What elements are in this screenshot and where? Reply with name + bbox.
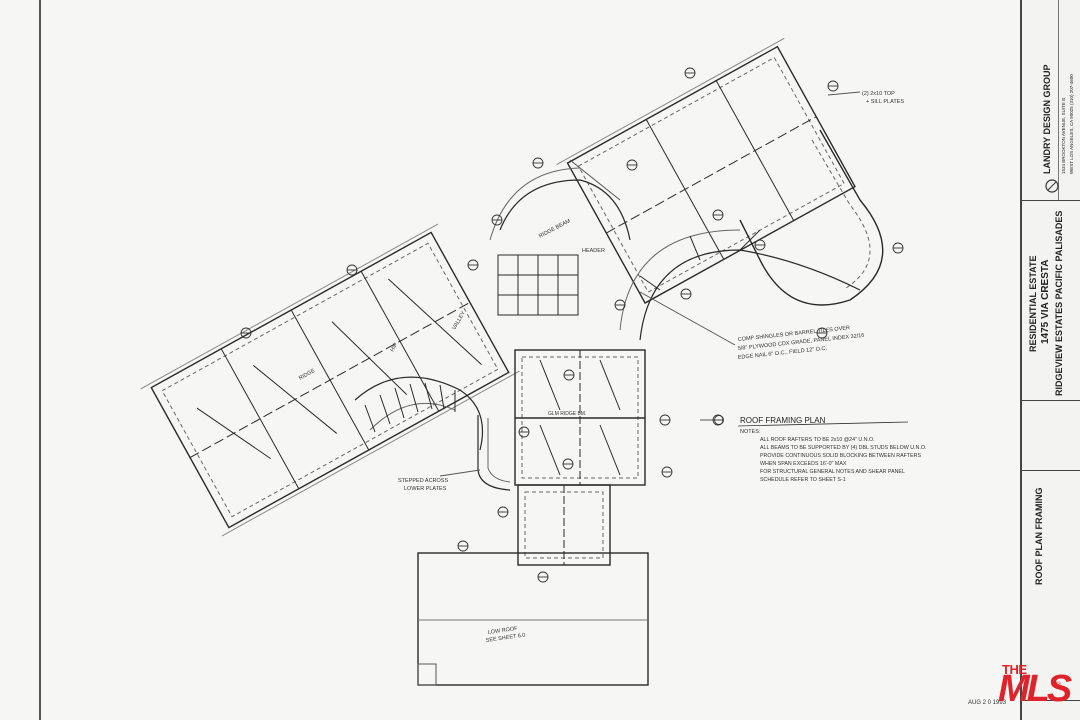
firm-name: LANDRY DESIGN GROUP xyxy=(1042,64,1052,174)
detail-markers xyxy=(240,67,904,583)
firm-logo-icon xyxy=(1045,179,1059,193)
valley-label: VALLEY xyxy=(452,310,468,331)
low-roof-label-1: LOW ROOF xyxy=(487,626,518,636)
upper-right-wing-roof xyxy=(556,37,856,304)
round-tower-roof xyxy=(739,129,884,306)
roof-framing-plan-notes: ROOF FRAMING PLAN NOTES: ALL ROOF RAFTER… xyxy=(714,415,926,483)
note-line-1: ALL ROOF RAFTERS TO BE 2x10 @24" U.N.O. xyxy=(760,437,875,443)
project-address: 1475 VIA CRESTA xyxy=(1040,259,1051,344)
plan-callouts: COMP SHINGLES OR BARREL TILES OVER 5/8" … xyxy=(298,91,904,644)
date-stamp: AUG 2 0 1993 xyxy=(968,700,1007,706)
header-label: HEADER xyxy=(582,248,605,254)
left-wing-roof xyxy=(140,223,520,537)
stepped-note-line-2: LOWER PLATES xyxy=(404,486,447,492)
low-roof-label-2: SEE SHEET 6.0 xyxy=(485,632,525,644)
note-line-5: FOR STRUCTURAL GENERAL NOTES AND SHEAR P… xyxy=(760,469,905,475)
mls-logo-mark: MLS xyxy=(998,668,1072,710)
mls-registered-mark: ® xyxy=(1056,682,1062,689)
note-line-2: ALL BEAMS TO BE SUPPORTED BY (4) DBL STU… xyxy=(760,445,926,451)
notes-label: NOTES: xyxy=(740,429,761,435)
turret-roof xyxy=(499,179,631,241)
firm-address-line-1: 1534 BROOKTON AVENUE, SUITE B xyxy=(1061,97,1066,174)
notes-heading: ROOF FRAMING PLAN xyxy=(740,416,826,425)
note-line-6: SCHEDULE REFER TO SHEET S-1 xyxy=(760,477,846,483)
title-block: LANDRY DESIGN GROUP 1534 BROOKTON AVENUE… xyxy=(1020,0,1080,720)
double-plates-line-2: + SILL PLATES xyxy=(866,99,904,105)
project-type: RESIDENTIAL ESTATE xyxy=(1028,255,1038,352)
curved-gallery-roof xyxy=(639,249,861,341)
hip-label: HIP xyxy=(390,342,400,353)
firm-address-line-2: WEST LOS ANGELES, CA 90025 (310) 207-460… xyxy=(1069,74,1074,174)
mls-logo-the: THE xyxy=(1002,662,1027,677)
note-line-4: WHEN SPAN EXCEEDS 16'-0" MAX xyxy=(760,461,847,467)
note-line-3: PROVIDE CONTINUOUS SOLID BLOCKING BETWEE… xyxy=(760,453,921,459)
double-plates-line-1: (2) 2x10 TOP xyxy=(862,91,895,97)
curved-balcony-rafters xyxy=(354,376,484,451)
sheet-title: ROOF PLAN FRAMING xyxy=(1034,487,1044,586)
low-roof-area xyxy=(417,552,649,686)
sheet-border xyxy=(39,0,41,720)
mls-logo: THE MLS ® xyxy=(996,662,1072,712)
project-location: RIDGEVIEW ESTATES PACIFIC PALISADES xyxy=(1054,210,1064,396)
stair-joist-grid xyxy=(497,254,579,316)
glulam-beam-label: GLM RIDGE BM. xyxy=(548,411,586,417)
stepped-note-line-1: STEPPED ACROSS xyxy=(398,478,448,484)
ridge-label: RIDGE xyxy=(298,368,316,382)
ridge-beam-label: RIDGE BEAM xyxy=(538,218,572,240)
